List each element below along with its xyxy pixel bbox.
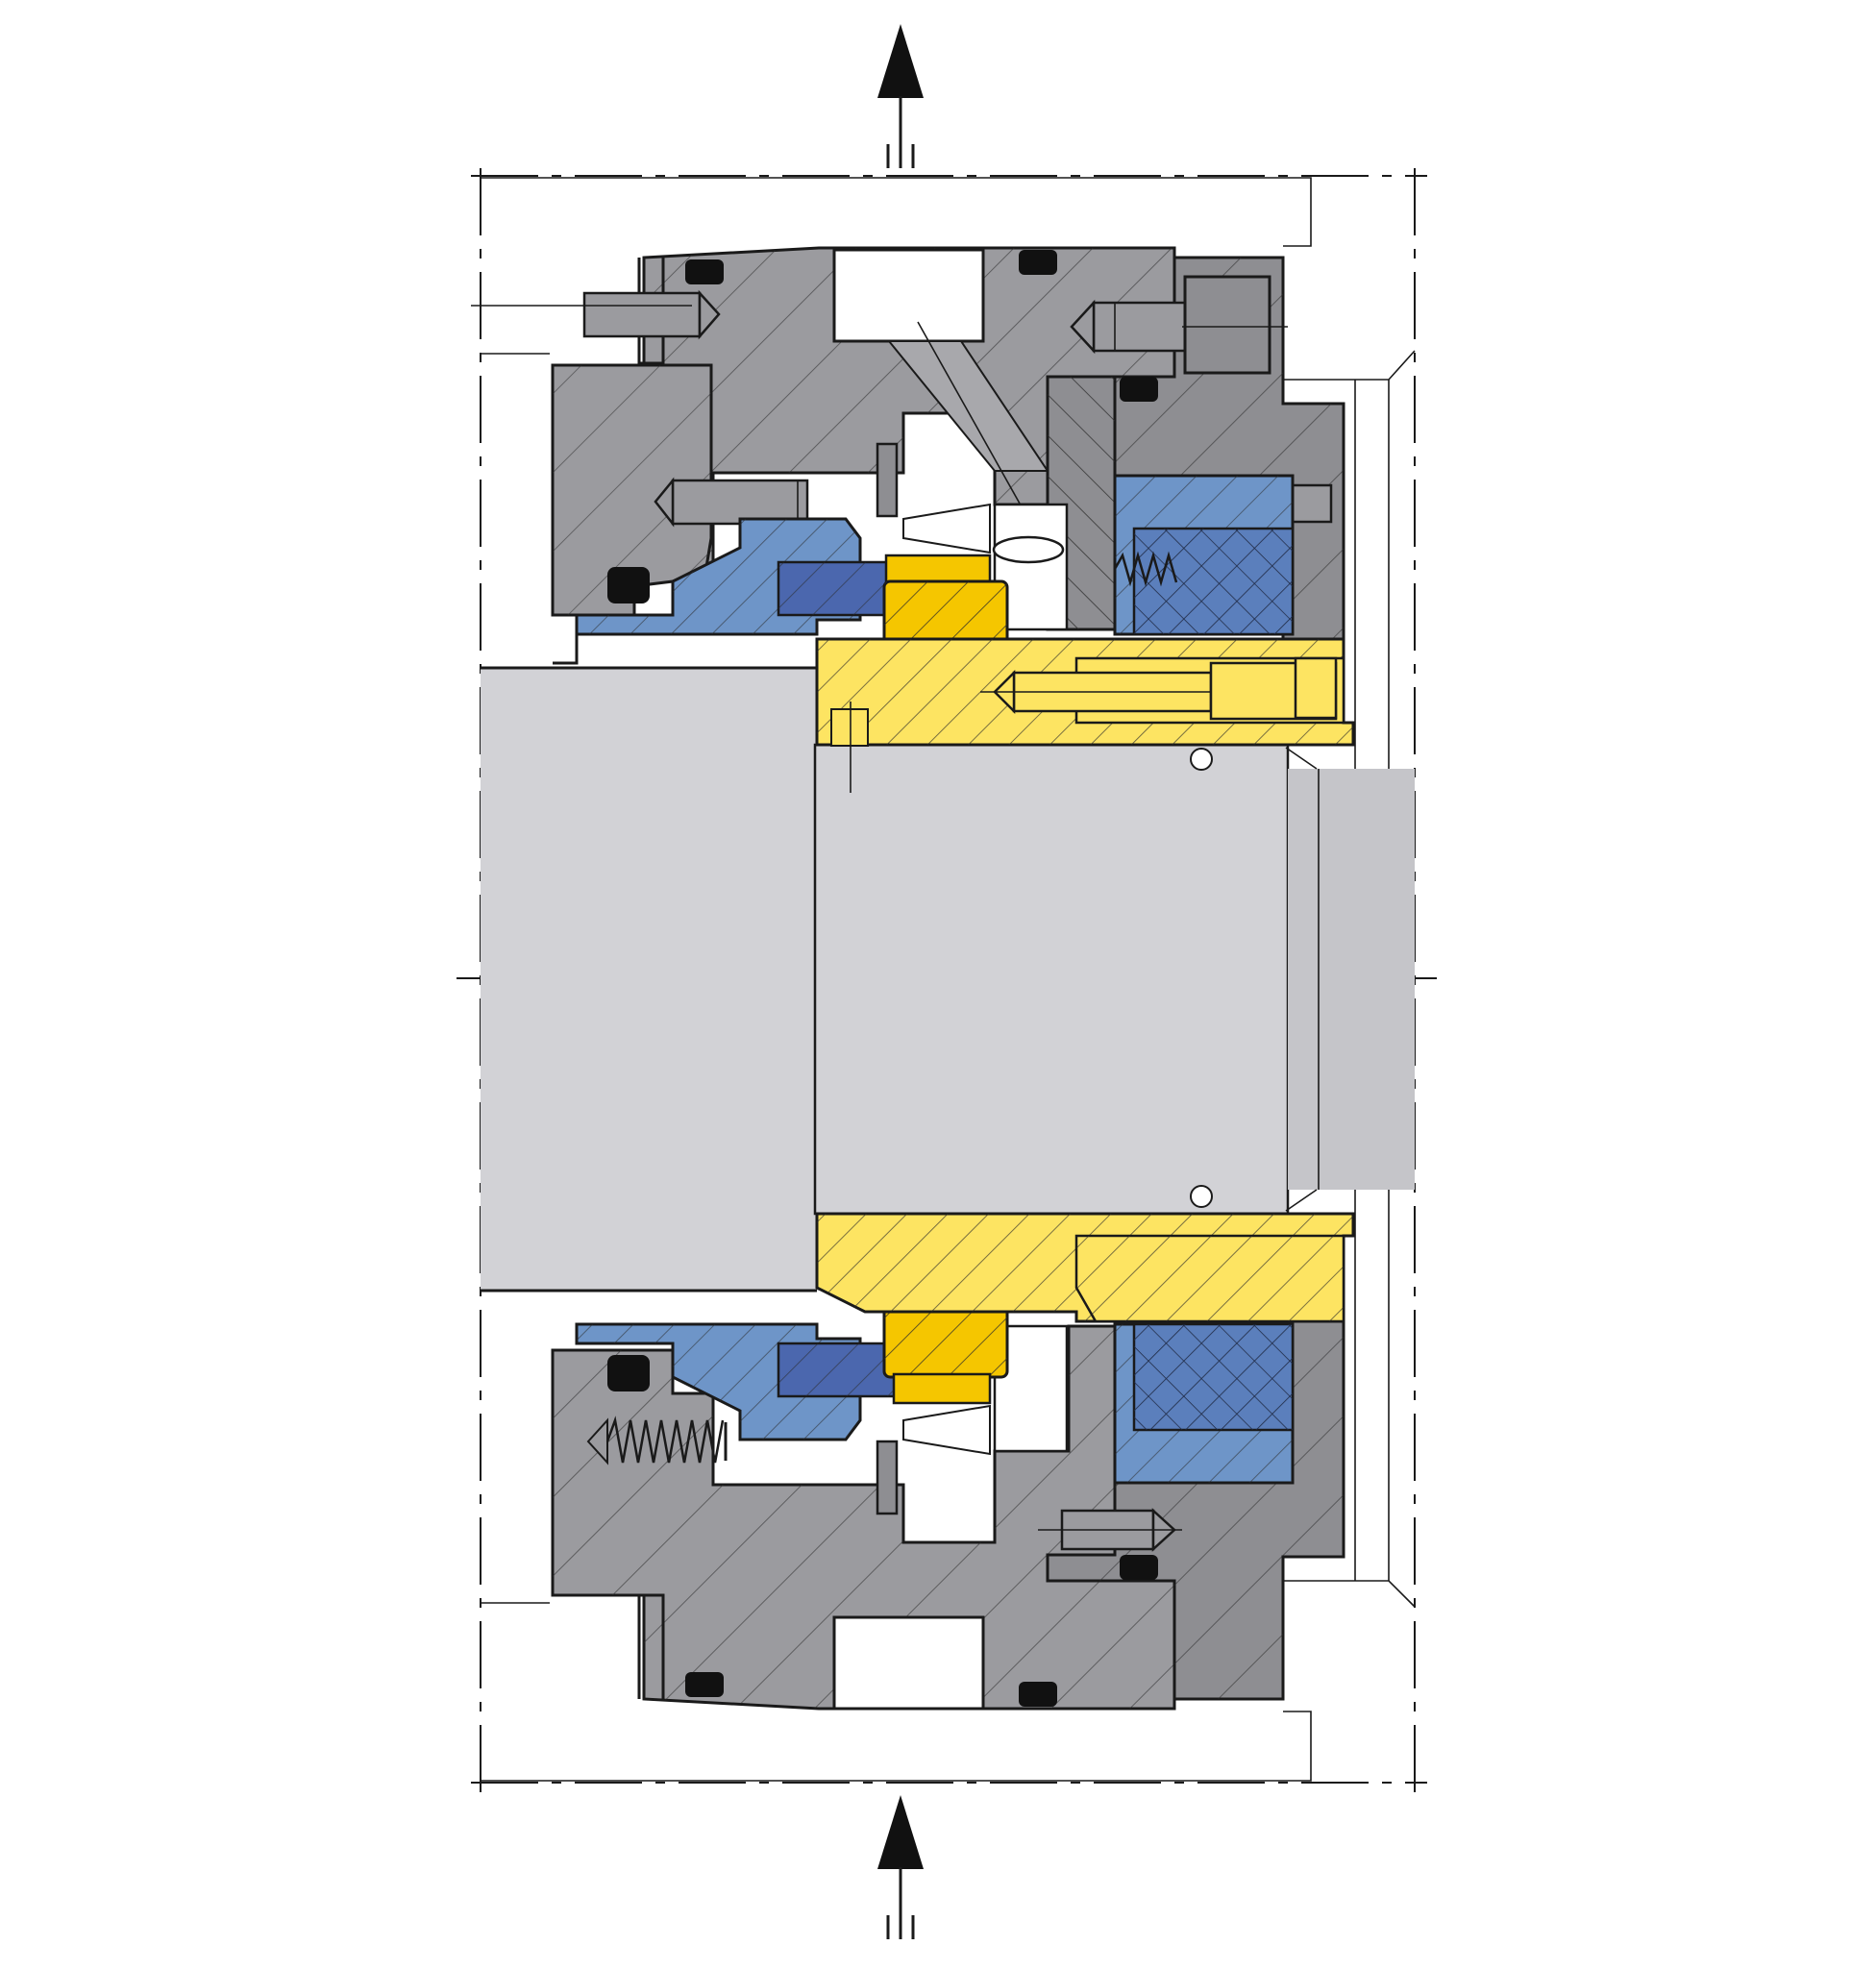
gland-inner-block-top [551,363,713,617]
flush-port-hole-top [992,535,1065,564]
inlet-arrow-icon [877,1795,924,1939]
shaft-sleeve-bottom [815,1212,1355,1323]
shaft [481,666,1415,1293]
wedge-top [902,503,991,554]
drive-screw-top [980,656,1338,721]
set-screw-top-left [471,289,721,340]
shaft-oring-bottom [1190,1185,1213,1208]
secondary-seal-cartridge-top [1113,474,1295,636]
outer-boundary [457,168,1437,1795]
oring-stationary-top [607,567,650,603]
thrust-plate-bottom [876,1440,899,1515]
stationary-seat-bottom [575,1322,905,1441]
rotating-face-bottom [882,1298,1009,1405]
oring-gland-bottom-1 [685,1672,724,1697]
wedge-bottom [902,1404,991,1456]
spring-bottom-left-icon [586,1416,728,1465]
set-screw-top-mid [654,477,809,528]
oring-stationary-bottom [607,1355,650,1391]
outlet-arrow-icon [877,24,924,168]
cap-screw-top-right [1070,275,1288,375]
thrust-plate-top [876,442,899,518]
cavity-top [832,248,985,343]
shaft-oring-top [1190,748,1213,771]
secondary-seal-cartridge-bottom [1113,1322,1295,1485]
oring-gland-top-2 [1019,250,1057,275]
sleeve-pin-top [830,708,869,747]
spring-top-right-icon [1113,551,1178,587]
oring-gland-bottom-2 [1019,1682,1057,1707]
cavity-bottom [832,1615,985,1711]
set-screw-bottom-right [1038,1508,1182,1552]
oring-gland-top-3 [1120,377,1158,402]
oring-gland-top-1 [685,259,724,284]
stationary-seat-top [575,517,905,636]
oring-gland-bottom-3 [1120,1555,1158,1580]
